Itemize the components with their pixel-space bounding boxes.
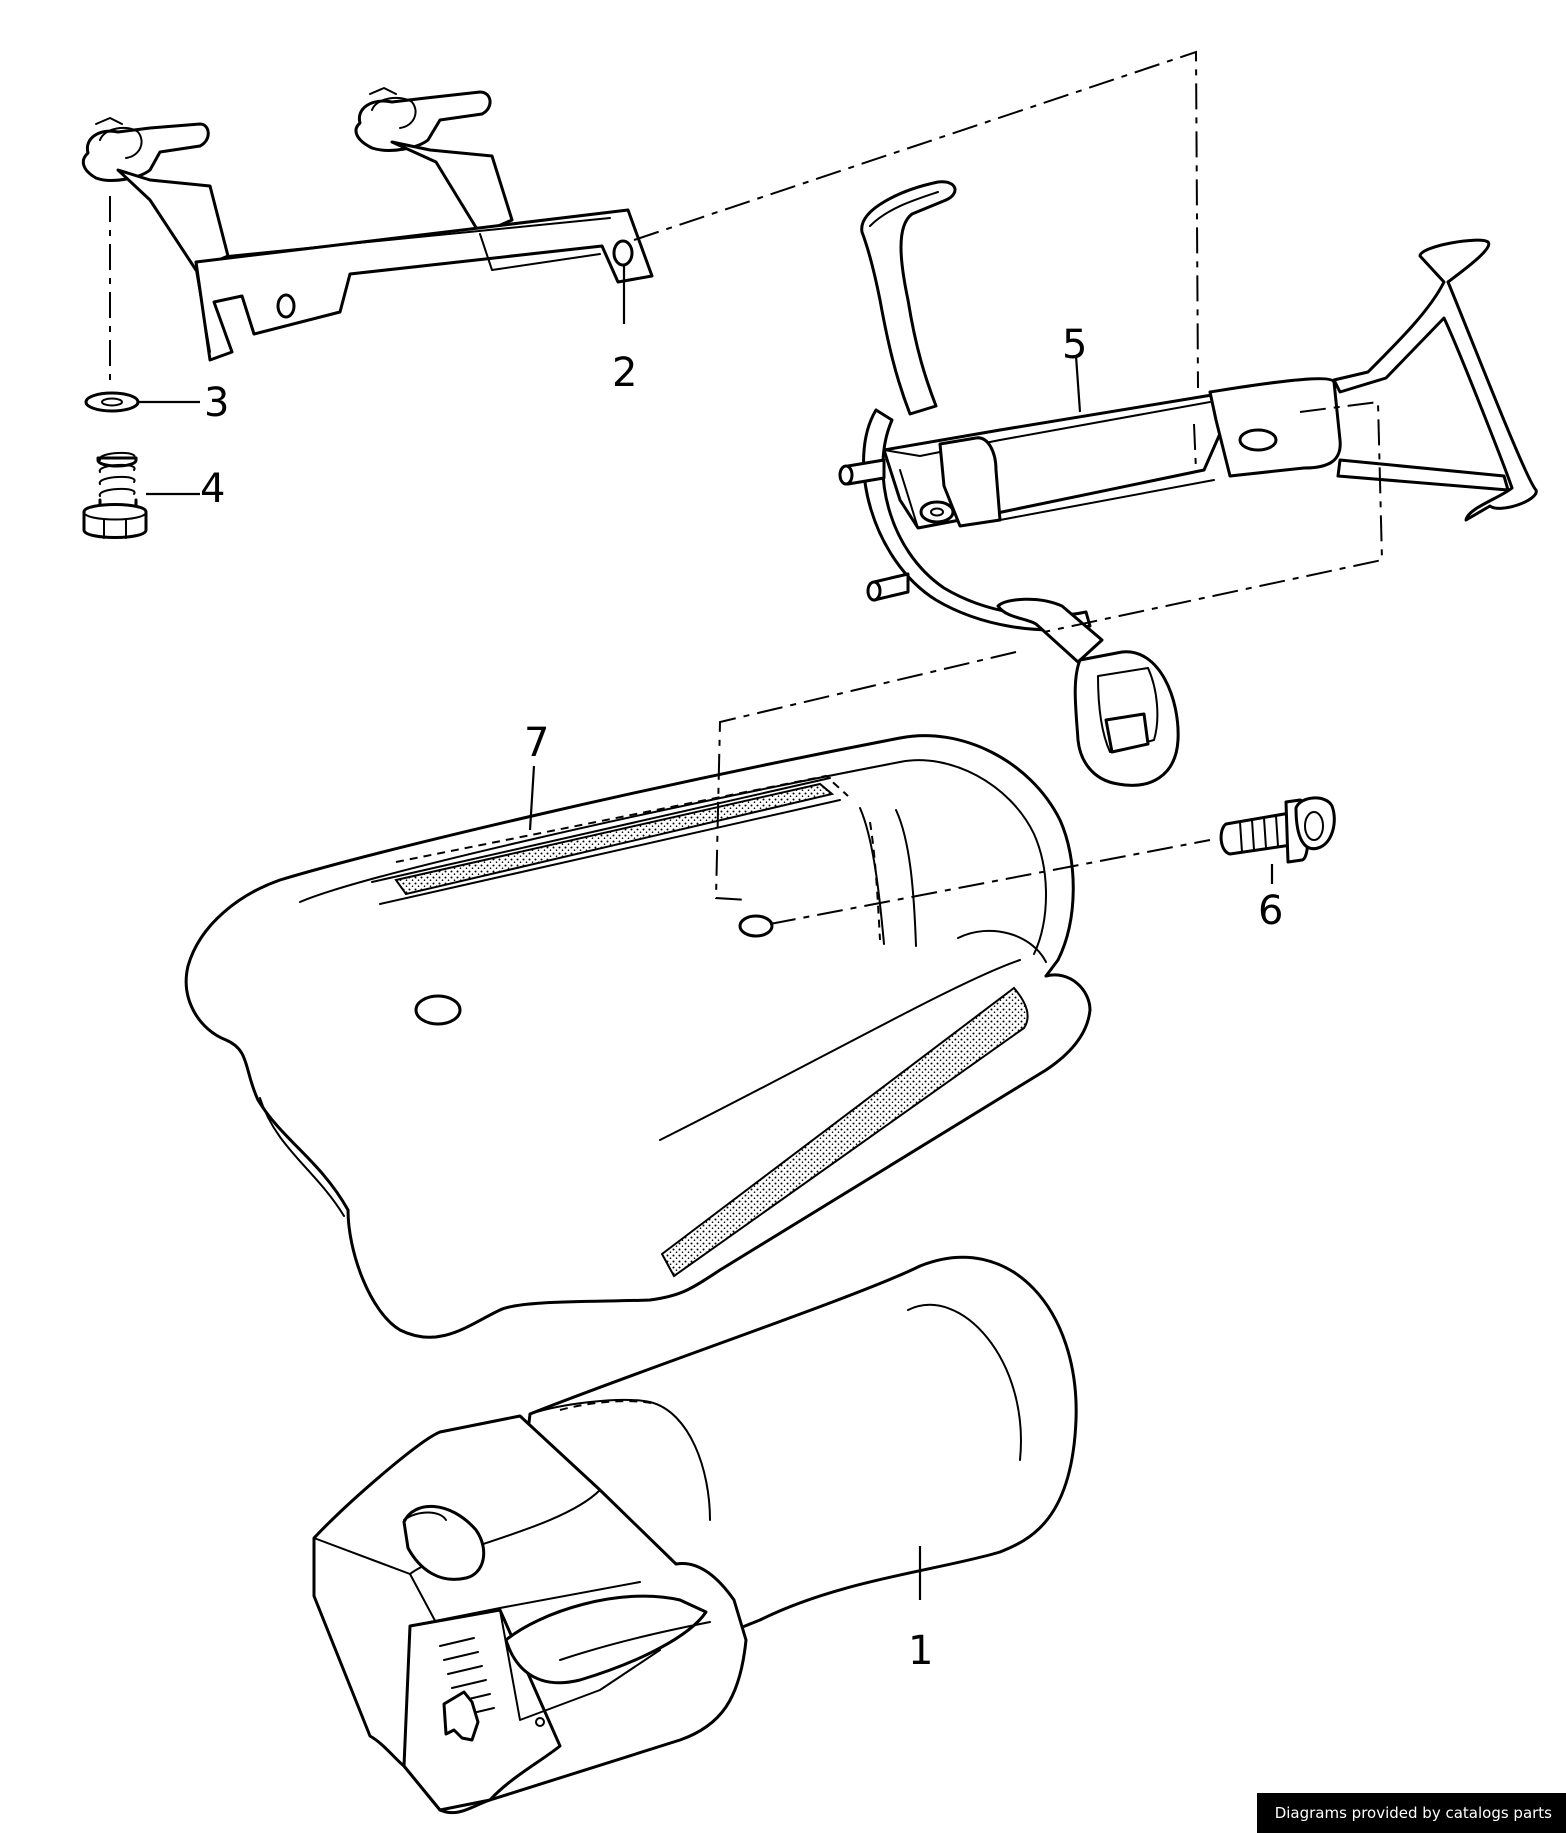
part-3-washer: [84, 391, 140, 413]
part-2-bracket: [81, 87, 654, 362]
leader-lines: [138, 266, 1274, 1600]
reference-lines: [109, 50, 1384, 925]
callout-3: 3: [204, 380, 229, 426]
part-1-housing: [312, 1255, 1078, 1815]
callout-1: 1: [908, 1628, 933, 1674]
callout-4: 4: [200, 466, 225, 512]
part-6-screw: [1219, 796, 1336, 864]
callout-7: 7: [524, 720, 549, 766]
credit-badge: Diagrams provided by catalogs parts: [1256, 1793, 1566, 1833]
part-7-cover: [184, 734, 1092, 1339]
part-5-frame: [838, 180, 1538, 787]
part-4-bolt: [82, 452, 148, 539]
callout-labels: 2 3 4 5 6 7 1: [200, 322, 1283, 1674]
callout-6: 6: [1258, 888, 1283, 934]
callout-2: 2: [612, 350, 637, 396]
callout-5: 5: [1062, 322, 1087, 368]
